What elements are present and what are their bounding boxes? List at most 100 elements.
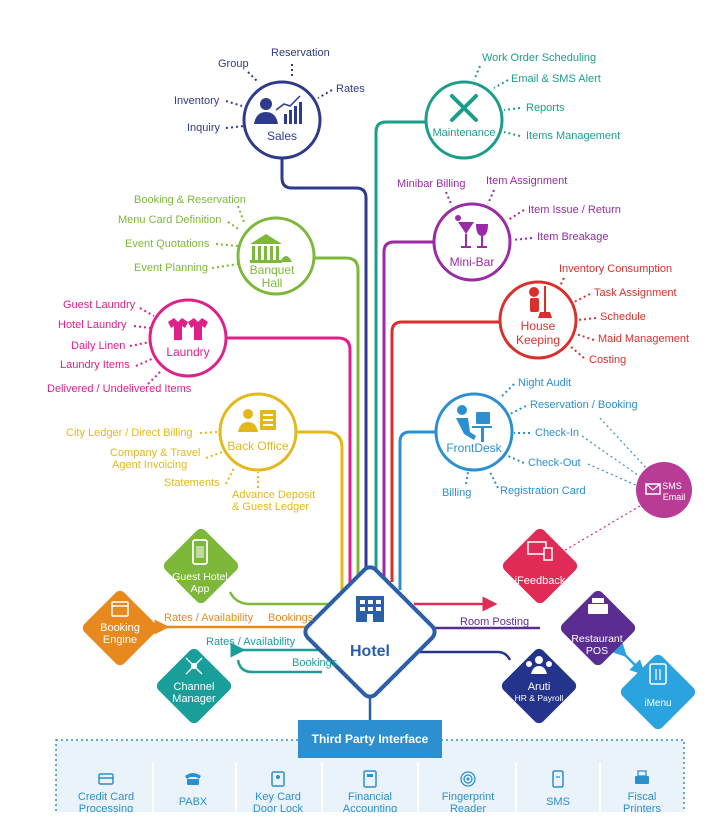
restaurant-pos-line1: Restaurant [571, 633, 622, 645]
imenu-title: iMenu [644, 698, 671, 709]
backoffice-connector [294, 430, 344, 600]
channel-manager-line2: Manager [172, 693, 216, 705]
banquet-item-booking: Booking & Reservation [134, 194, 246, 206]
hotel-diamond[interactable]: Hotel [302, 564, 438, 700]
booking-engine-diamond[interactable]: Booking Engine [80, 588, 159, 667]
backoffice-item-city-ledger: City Ledger / Direct Billing [66, 427, 193, 439]
frontdesk-module[interactable]: FrontDesk Night Audit Reservation / Book… [434, 377, 638, 499]
label-bookings-top: Bookings [268, 612, 314, 624]
housekeeping-title-line1: House [521, 319, 556, 333]
third-party-item-label: SMS [546, 796, 570, 808]
banquet-title-line2: Hall [262, 276, 283, 290]
calendar-icon [111, 601, 129, 617]
cocktail-glasses-icon [455, 215, 488, 248]
backoffice-module[interactable]: Back Office City Ledger / Direct Billing… [66, 392, 315, 513]
banquet-connector [314, 256, 360, 578]
sms-email-links [561, 417, 649, 553]
restaurant-pos-line2: POS [586, 645, 608, 657]
ifeedback-diamond[interactable]: iFeedback [500, 526, 579, 605]
banquet-item-quotations: Event Quotations [125, 238, 210, 250]
frontdesk-item-registration: Registration Card [500, 485, 586, 497]
third-party-item-label-line2: Door Lock [253, 803, 304, 812]
imenu-diamond[interactable]: iMenu [618, 652, 697, 731]
aruti-line1: Aruti [528, 681, 551, 693]
restaurant-pos-diamond[interactable]: Restaurant POS [558, 588, 637, 667]
maintenance-item-reports: Reports [526, 102, 565, 114]
frontdesk-item-billing: Billing [442, 487, 471, 499]
sales-title: Sales [267, 129, 297, 143]
aruti-diamond[interactable]: Aruti HR & Payroll [499, 646, 578, 725]
tablet-menu-icon [649, 663, 667, 685]
third-party-item-label: Credit Card [78, 791, 134, 803]
third-party-item-label-line2: Accounting [343, 803, 397, 812]
channel-manager-diamond[interactable]: Channel Manager [154, 646, 233, 725]
housekeeping-item-task: Task Assignment [594, 287, 677, 299]
laundry-item-hotel: Hotel Laundry [58, 319, 127, 331]
tshirt-icon [168, 318, 208, 340]
hotel-title: Hotel [350, 643, 390, 660]
minibar-item-breakage: Item Breakage [537, 231, 609, 243]
laundry-module[interactable]: Laundry Guest Laundry Hotel Laundry Dail… [47, 298, 228, 395]
back-office-desk-icon [238, 409, 276, 432]
channel-manager-line1: Channel [174, 681, 215, 693]
minibar-connector [382, 240, 434, 578]
wrench-screwdriver-icon [450, 94, 478, 122]
sales-chart-icon [254, 95, 302, 124]
third-party-item-label: PABX [179, 796, 208, 808]
housekeeping-item-maid: Maid Management [598, 333, 689, 345]
booking-engine-line2: Engine [103, 634, 137, 646]
minibar-item-billing: Minibar Billing [397, 178, 465, 190]
third-party-item-label: Financial [348, 791, 392, 803]
channel-bookings-link [236, 659, 322, 674]
frontdesk-connector [398, 430, 436, 590]
laundry-connector [226, 336, 352, 590]
housekeeping-item-schedule: Schedule [600, 311, 646, 323]
third-party-item-label: Fiscal [628, 791, 657, 803]
fingerprint-icon [460, 771, 476, 787]
laundry-item-delivered: Delivered / Undelivered Items [47, 383, 192, 395]
banquet-module[interactable]: Banquet Hall Booking & Reservation Menu … [118, 194, 316, 296]
sales-item-group: Group [218, 58, 249, 70]
hotel-building-icon [356, 596, 384, 622]
aruti-line2: HR & Payroll [515, 693, 564, 703]
sales-connector [280, 158, 368, 578]
laundry-item-guest: Guest Laundry [63, 299, 136, 311]
third-party-item-label-line2: Reader [450, 803, 486, 812]
frontdesk-item-checkout: Check-Out [528, 457, 581, 469]
sms-email-line2: Email [663, 492, 686, 502]
minibar-module[interactable]: Mini-Bar Minibar Billing Item Assignment… [397, 175, 621, 282]
housekeeping-item-consumption: Inventory Consumption [559, 263, 672, 275]
third-party-item[interactable]: SMS [515, 762, 570, 812]
third-party-item-label-line2: Printers [623, 803, 661, 812]
credit-card-icon [98, 773, 114, 785]
guest-app-diamond[interactable]: Guest Hotel App [161, 526, 240, 605]
sales-module[interactable]: Sales Group Reservation Rates Inventory … [174, 47, 365, 160]
housekeeping-title-line2: Keeping [516, 333, 560, 347]
mobile-sms-icon [552, 770, 564, 788]
people-group-icon [526, 656, 552, 674]
sales-item-inventory: Inventory [174, 95, 220, 107]
banquet-building-icon [250, 234, 292, 263]
sms-email-node[interactable]: SMS Email [636, 462, 692, 518]
backoffice-item-advance-line2: & Guest Ledger [232, 501, 309, 513]
mobile-phone-icon [192, 539, 208, 565]
telephone-icon [185, 773, 201, 785]
key-card-icon [271, 771, 285, 787]
third-party-item-label-line2: Processing [79, 803, 133, 812]
backoffice-item-advance-line1: Advance Deposit [232, 489, 315, 501]
envelope-icon [645, 483, 661, 495]
housekeeping-module[interactable]: House Keeping Inventory Consumption Task… [498, 263, 689, 366]
maintenance-module[interactable]: Maintenance Work Order Scheduling Email … [424, 52, 620, 160]
backoffice-title: Back Office [227, 439, 288, 453]
housekeeping-connector [390, 320, 500, 582]
imenu-link [611, 641, 646, 676]
guest-app-line1: Guest Hotel [172, 571, 227, 583]
sales-item-rates: Rates [336, 83, 365, 95]
housekeeper-icon [529, 286, 552, 318]
sales-item-reservation: Reservation [271, 47, 330, 59]
third-party-item[interactable]: PABX [152, 762, 208, 812]
label-bookings-bottom: Bookings [292, 657, 338, 669]
connector-lines [226, 120, 500, 600]
